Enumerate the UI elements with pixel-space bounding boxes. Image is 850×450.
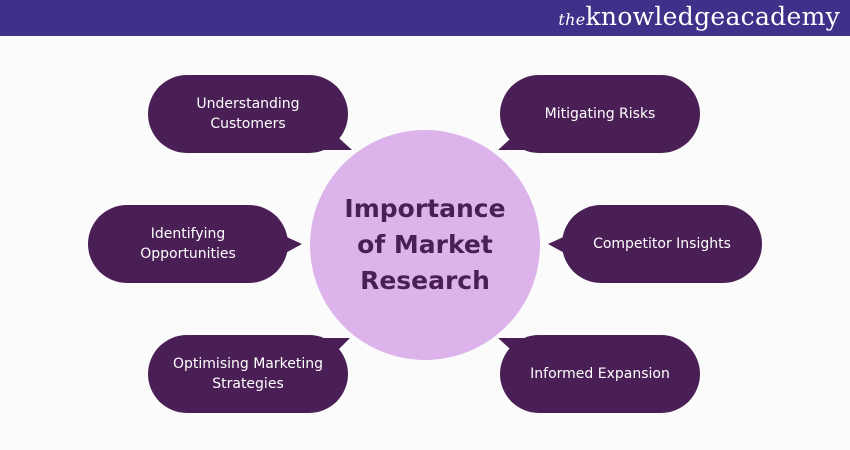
title-line: Research bbox=[360, 266, 490, 295]
bubble-mitigating-risks: Mitigating Risks bbox=[500, 75, 700, 153]
bubble-text: Optimising Marketing bbox=[173, 356, 323, 372]
bubble-text: Identifying bbox=[150, 226, 226, 242]
bubble-text: Customers bbox=[210, 116, 286, 132]
bubble-text: Strategies bbox=[212, 376, 284, 392]
bubble-tail bbox=[280, 234, 302, 256]
bubble-shape bbox=[562, 205, 762, 283]
bubble-tail bbox=[498, 338, 530, 358]
title-line: Importance bbox=[344, 194, 506, 223]
bubble-text: Understanding bbox=[196, 96, 300, 112]
bubble-text: Competitor Insights bbox=[593, 236, 731, 252]
bubble-shape bbox=[88, 205, 288, 283]
bubble-text: Informed Expansion bbox=[530, 366, 670, 382]
logo: theknowledgeacademy bbox=[558, 2, 840, 31]
bubble-shape bbox=[500, 75, 700, 153]
bubble-shape bbox=[148, 75, 348, 153]
bubble-tail bbox=[320, 130, 352, 150]
bubble-shape bbox=[500, 335, 700, 413]
logo-prefix: the bbox=[558, 10, 586, 29]
bubble-shape bbox=[148, 335, 348, 413]
bubble-text: Opportunities bbox=[140, 246, 236, 262]
bubble-tail bbox=[548, 234, 570, 256]
title-line: of Market bbox=[357, 230, 493, 259]
bubble-tail bbox=[498, 130, 530, 150]
bubble-tail bbox=[320, 338, 350, 358]
bubble-competitor-insights: Competitor Insights bbox=[562, 205, 762, 283]
bubble-text: Mitigating Risks bbox=[544, 106, 656, 122]
bubble-informed-expansion: Informed Expansion bbox=[500, 335, 700, 413]
center-circle bbox=[310, 130, 540, 360]
header-bar: theknowledgeacademy bbox=[0, 0, 850, 36]
logo-text: knowledgeacademy bbox=[585, 2, 840, 31]
